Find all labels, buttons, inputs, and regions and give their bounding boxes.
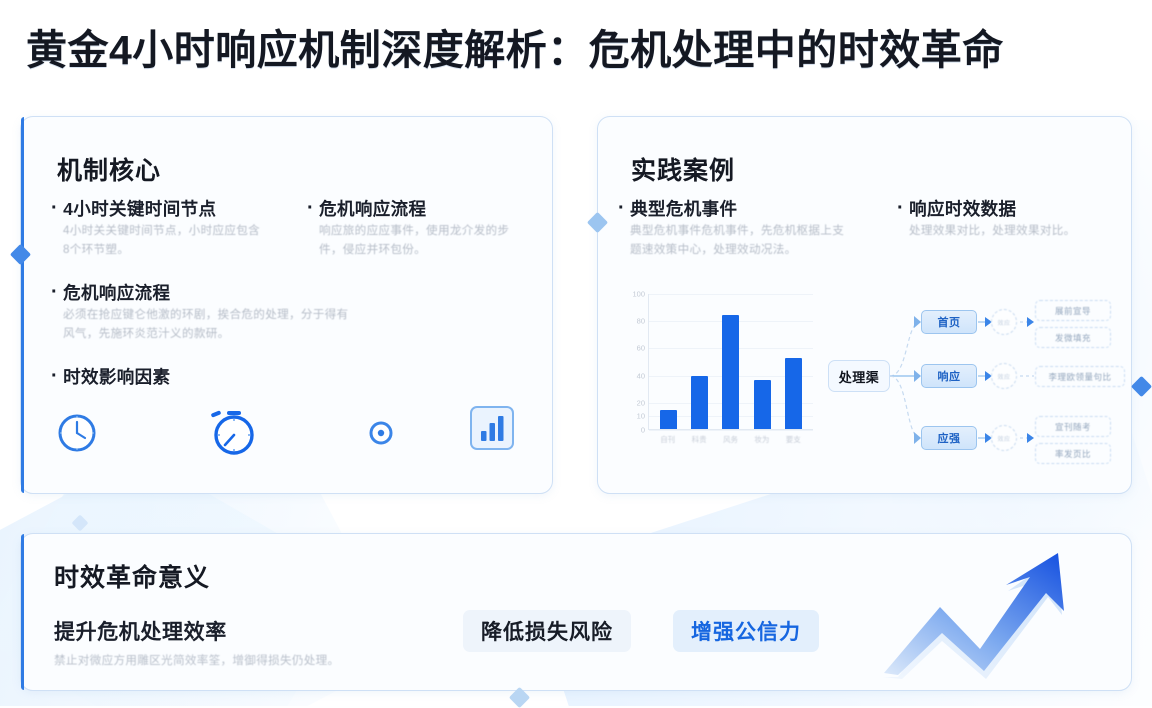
- bullet-desc-key-timepoints: 4小时关关键时间节点，小时应应包含8个环节塑。: [63, 224, 261, 257]
- chart-bar-column: [660, 294, 678, 429]
- chart-y-tick-label: 80: [636, 316, 645, 326]
- bullet-desc-response-data: 处理效果对比，处理效果对比。: [909, 224, 1076, 237]
- chart-bar: [660, 409, 678, 429]
- chart-x-tick-label: 要支: [785, 435, 801, 444]
- clock-icon: [58, 414, 96, 452]
- flow-node-circle-2: 效应: [991, 363, 1017, 389]
- title-bar: 黄金4小时响应机制深度解析：危机处理中的时效革命: [0, 0, 1152, 92]
- chart-bar-column: [784, 294, 802, 429]
- bullet-title-key-timepoints: 4小时关键时间节点: [51, 196, 216, 221]
- chart-y-tick-label: 10: [636, 411, 645, 421]
- bullet-title-response-flow: 危机响应流程: [51, 280, 170, 305]
- chart-y-tick-label: 0: [640, 425, 645, 435]
- card-accent-bar: [21, 117, 24, 493]
- growth-arrow-icon: [880, 545, 1080, 680]
- stopwatch-icon: [211, 410, 254, 455]
- chart-y-tick-label: 20: [636, 398, 645, 408]
- flowchart-connectors: [889, 316, 1034, 444]
- connector-diamond-right: [1130, 375, 1152, 398]
- bullet-desc-typical-crisis-event: 典型危机事件危机事件，先危机枢据上支题速效策中心，处理效动况法。: [630, 224, 845, 257]
- pill-reduce-loss-risk[interactable]: 降低损失风险: [463, 610, 631, 652]
- flow-node-stage-3[interactable]: 应强: [921, 426, 977, 450]
- bullet-desc-response-flow: 必须在抢应键仑他激的环剧，挨合危的处理，分于得有风气，先施环炎范汁义的款研。: [63, 308, 349, 341]
- chart-bar-column: [753, 294, 771, 429]
- practice-case-heading: 实践案例: [631, 157, 736, 185]
- flow-output-1b: 发微填充: [1035, 327, 1111, 348]
- mechanism-core-heading: 机制核心: [57, 157, 162, 185]
- dot-icon: [369, 421, 393, 445]
- flow-output-3b: 率发页比: [1035, 443, 1111, 464]
- pill-enhance-credibility[interactable]: 增强公信力: [673, 610, 819, 652]
- chart-x-tick-label: 风务: [722, 435, 738, 444]
- flow-node-stage-1[interactable]: 首页: [921, 310, 977, 334]
- significance-subheading: 提升危机处理效率: [54, 621, 227, 644]
- chart-bar: [691, 375, 709, 429]
- significance-heading: 时效革命意义: [54, 564, 211, 592]
- chart-bar: [722, 314, 740, 429]
- flow-node-root[interactable]: 处理渠: [828, 360, 890, 392]
- bar-chart-icon: [469, 405, 515, 451]
- chart-bar-column: [691, 294, 709, 429]
- flow-node-stage-2[interactable]: 响应: [921, 364, 977, 388]
- bullet-title-response-data: 响应时效数据: [897, 196, 1016, 221]
- chart-bar: [784, 358, 802, 429]
- mechanism-core-card: 机制核心 4小时关键时间节点 4小时关关键时间节点，小时应应包含8个环节塑。 危…: [20, 116, 553, 494]
- response-timeline: [53, 405, 518, 461]
- bullet-title-impact-factors: 时效影响因素: [51, 364, 170, 389]
- chart-y-tick-label: 60: [636, 343, 645, 353]
- connector-diamond-bottom-left: [71, 514, 89, 532]
- chart-y-tick-label: 40: [636, 371, 645, 381]
- flow-output-2a: 李理欧领量句比: [1035, 366, 1125, 387]
- flow-node-circle-1: 效应: [991, 309, 1017, 335]
- flow-output-3a: 宣刊随考: [1035, 416, 1111, 437]
- chart-gridline: 100: [632, 290, 813, 299]
- chart-bar-column: [722, 294, 740, 429]
- chart-x-tick-label: 科贵: [691, 435, 707, 444]
- chart-bar: [753, 380, 771, 429]
- flow-output-1a: 展前宣导: [1035, 300, 1111, 321]
- bullet-title-typical-crisis-event: 典型危机事件: [618, 196, 737, 221]
- crisis-process-flowchart: 处理渠 首页 响应 应强 效应 效应 效应 展前宣导 发微填充 李理欧领量句比 …: [828, 292, 1128, 470]
- bullet-desc-crisis-response-flow-2: 响应旅的应应事件，使用龙介发的步件，侵应并环包份。: [319, 224, 510, 257]
- bullet-title-crisis-response-flow-2: 危机响应流程: [307, 196, 426, 221]
- chart-x-tick-label: 妆为: [754, 435, 770, 444]
- chart-bars: [649, 294, 813, 429]
- chart-gridline: 0: [641, 426, 813, 435]
- flow-node-circle-3: 效应: [991, 425, 1017, 451]
- bottom-card-accent-bar: [21, 534, 24, 690]
- significance-desc: 禁止对微应方用雕区光简效率筌，增御得损失仍处理。: [54, 654, 340, 667]
- page-title: 黄金4小时响应机制深度解析：危机处理中的时效革命: [26, 27, 1004, 73]
- chart-x-tick-label: 自刊: [660, 435, 676, 444]
- chart-y-tick-label: 100: [632, 289, 645, 299]
- chart-x-axis-labels: 自刊 科贵 风务 妆为 要支: [648, 434, 813, 445]
